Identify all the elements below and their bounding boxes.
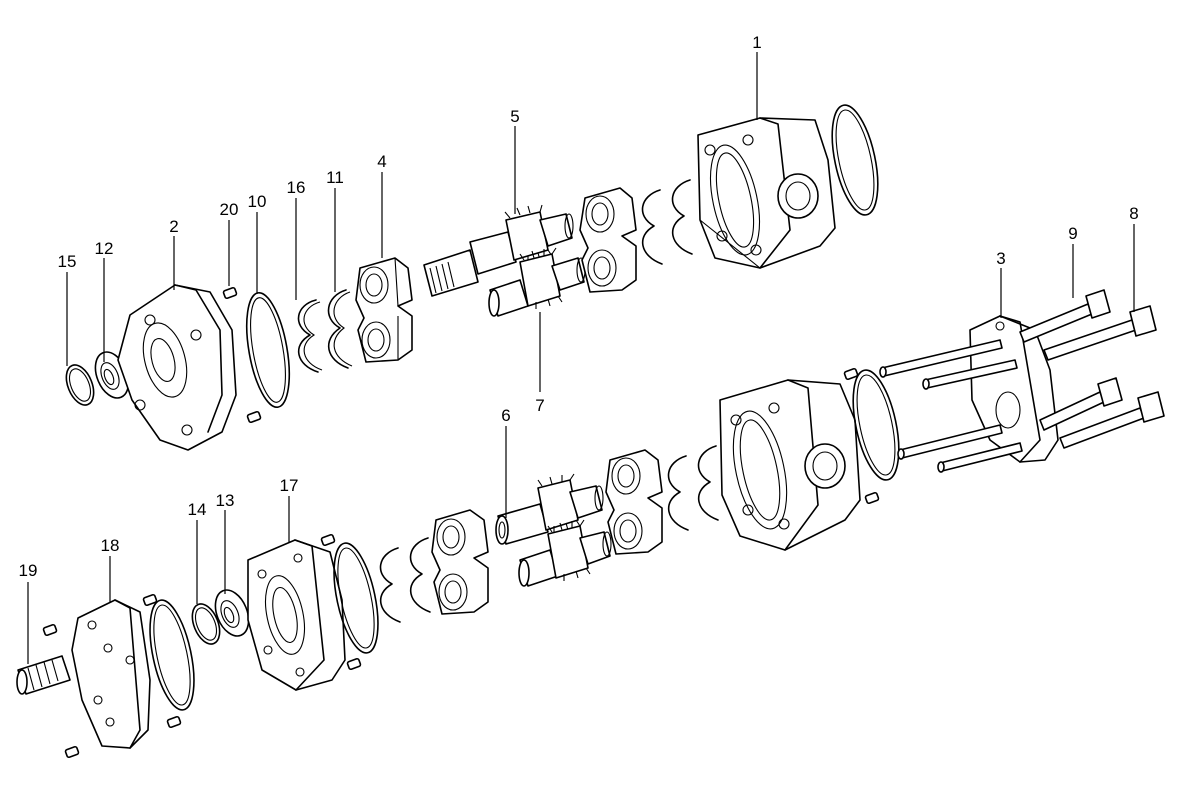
part-13-shaft-seal xyxy=(214,589,250,637)
callout-6: 6 xyxy=(501,406,510,425)
part-14-snap-ring xyxy=(191,603,221,645)
part-15-snap-ring xyxy=(65,364,95,406)
callout-4: 4 xyxy=(377,152,386,171)
part-11-wire-seal xyxy=(327,289,353,369)
part-1-pump-body xyxy=(697,117,836,269)
callout-9: 9 xyxy=(1068,224,1077,243)
part-gasket-rear xyxy=(852,369,900,481)
callout-5: 5 xyxy=(510,107,519,126)
part-bearing-block-rear-top xyxy=(579,187,637,293)
callout-3: 3 xyxy=(996,249,1005,268)
part-wire-seal-top-rear xyxy=(641,179,693,265)
callout-17: 17 xyxy=(280,476,299,495)
part-4-bearing-block xyxy=(355,257,413,363)
part-17-front-body xyxy=(247,539,346,691)
callout-2: 2 xyxy=(169,217,178,236)
part-10-gasket xyxy=(245,291,291,409)
part-2-front-cover xyxy=(117,284,237,451)
part-20-dowel-pin xyxy=(222,286,262,424)
callout-14: 14 xyxy=(188,500,207,519)
part-wire-seal-bottom-front xyxy=(379,537,431,623)
callout-13: 13 xyxy=(216,491,235,510)
part-gasket-front-bottom xyxy=(149,599,195,711)
part-8-bolt xyxy=(1043,305,1165,449)
callout-15: 15 xyxy=(58,252,77,271)
part-9-bolt xyxy=(1019,289,1123,431)
part-wire-seal-bottom-rear xyxy=(667,445,719,531)
part-3-rear-cover xyxy=(969,315,1059,463)
part-19-splined-shaft xyxy=(16,655,71,695)
callout-12: 12 xyxy=(95,239,114,258)
part-dowel-pin-bottom-mid xyxy=(320,533,362,671)
part-dowel-pin-rear xyxy=(843,367,880,505)
part-driven-gear-bottom xyxy=(518,519,612,587)
callout-19: 19 xyxy=(19,561,38,580)
part-pump-body-rear xyxy=(719,379,861,551)
part-tie-rods xyxy=(879,339,1023,473)
part-7-driven-gear xyxy=(488,247,586,317)
callout-18: 18 xyxy=(101,536,120,555)
part-5-drive-gear xyxy=(423,204,574,297)
callout-1: 1 xyxy=(752,33,761,52)
callout-labels: 1 2 3 4 5 6 7 8 9 10 11 12 13 14 15 16 1… xyxy=(19,33,1139,580)
part-bearing-block-bottom-rear xyxy=(605,449,663,555)
callout-11: 11 xyxy=(326,168,344,187)
callout-10: 10 xyxy=(248,192,267,211)
callout-7: 7 xyxy=(535,396,544,415)
part-gasket-top-rear xyxy=(831,104,879,216)
part-18-end-plate xyxy=(71,599,151,749)
part-6-gear xyxy=(495,473,604,545)
part-dowel-pin-front-bottom xyxy=(42,593,182,759)
part-gasket-bottom-mid xyxy=(333,542,379,654)
leader-lines xyxy=(27,52,1135,664)
callout-8: 8 xyxy=(1129,204,1138,223)
part-bearing-block-bottom-front xyxy=(431,509,489,615)
callout-20: 20 xyxy=(220,200,239,219)
callout-16: 16 xyxy=(287,178,306,197)
part-16-wire-seal xyxy=(297,299,323,373)
